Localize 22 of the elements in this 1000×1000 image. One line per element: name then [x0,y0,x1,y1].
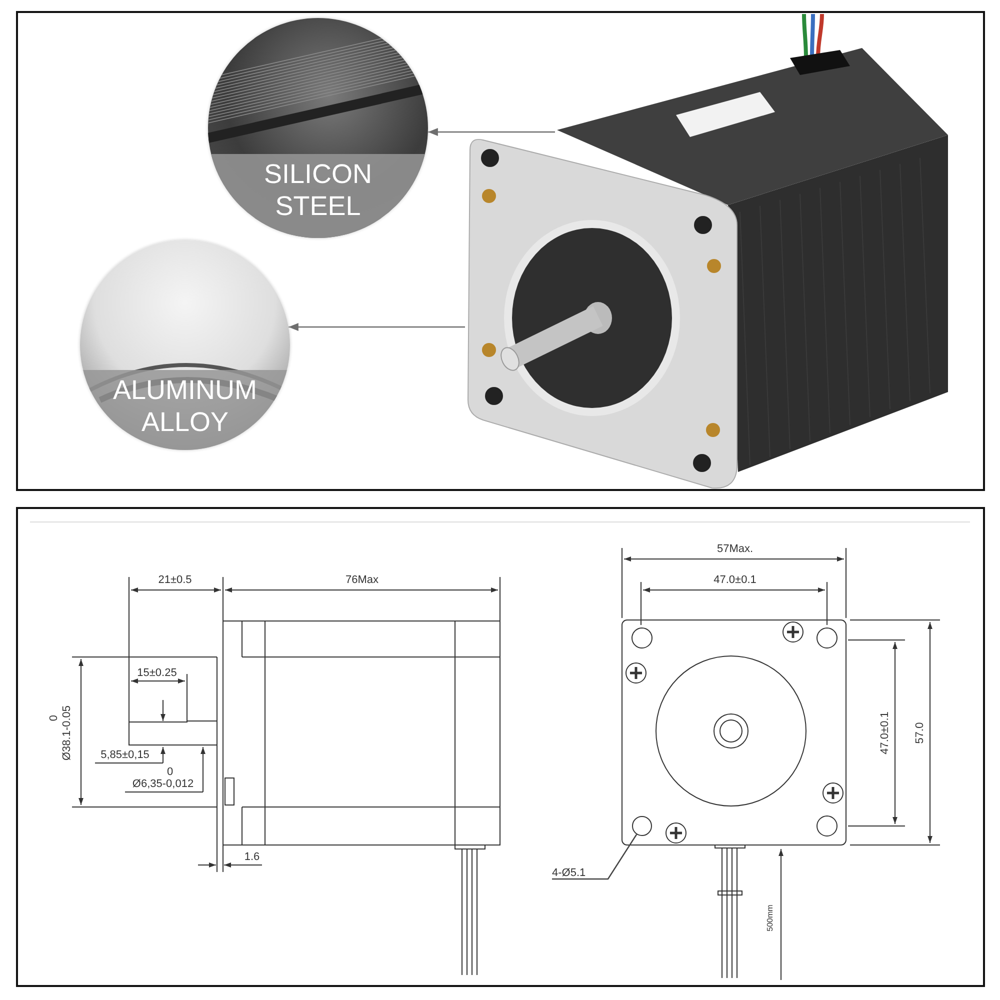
dimension-label: 57.0 [914,722,926,744]
dimension-label: 1.6 [244,851,260,863]
dimension-label: 47.0±0.1 [879,712,891,754]
motor-body-drawing [555,14,950,475]
dimension-label: Ø38.1-0.05 [61,705,73,761]
dimension-label: 5,85±0,15 [100,749,150,761]
leader-line [552,834,638,880]
dimension-label: 4-Ø5.1 [552,867,586,879]
arrow [428,128,555,136]
material-label: ALUMINUM ALLOY [112,374,258,438]
material-label: SILICON STEEL [262,158,374,222]
dimension-label: 76Max [345,574,379,586]
dimension-label: 0 [166,766,174,778]
dimension-label: 0 [48,714,60,722]
dimension-label: 47.0±0.1 [714,574,756,586]
dimension-label: Ø6,35-0,012 [132,778,194,790]
dimension-label: 500mm [766,904,774,932]
dimension-label: 21±0.5 [158,574,192,586]
arrow [288,323,465,331]
dimension-label: 57Max. [716,543,754,555]
dimension-label: 15±0.25 [137,667,177,679]
mounting-hole [632,816,652,836]
